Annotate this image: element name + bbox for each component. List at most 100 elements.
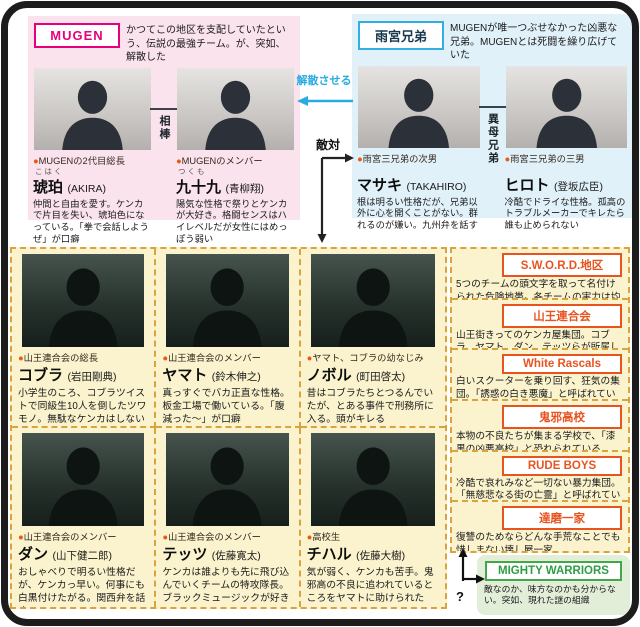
- member-furigana: つくも: [178, 166, 207, 176]
- rude-boys-title: RUDE BOYS: [502, 455, 622, 476]
- member-role: ●雨宮三兄弟の三男: [504, 153, 585, 164]
- disband-arrow: [297, 96, 353, 106]
- person-silhouette-icon: [388, 78, 450, 148]
- member-tsukumo: ●MUGENのメンバー つくも 九十九 (青柳翔) 陽気な性格で祭りとケンカが大…: [176, 67, 295, 246]
- sannoh-title: 山王連合会: [502, 303, 622, 328]
- white-rascals-description: 白いスクーターを乗り回す、狂気の集団。「誘惑の白き悪魔」と呼ばれている: [456, 376, 620, 400]
- person-silhouette-icon: [48, 447, 118, 526]
- disband-label: 解散させる: [296, 75, 352, 87]
- member-description: 真っすぐでバカ正直な性格。板金工場で働いている。「腹減った～」が口癖: [162, 388, 290, 426]
- member-masaki: ●雨宮三兄弟の次男 マサキ (TAKAHIRO) 根は明るい性格だが、兄弟以外に…: [357, 65, 481, 232]
- amamiya-team-badge: 雨宮兄弟: [358, 21, 444, 50]
- member-description: 根は明るい性格だが、兄弟以外に心を開くことがない。群れるのが嫌い。九州弁を話す: [357, 196, 478, 231]
- card-chiharu: ●高校生 チハル (佐藤大樹) 気が弱く、ケンカも苦手。鬼邪高の不良に追われてい…: [301, 428, 445, 607]
- sidebar-section-sannoh: 山王連合会 山王街きってのケンカ屋集団。コブラ、ヤマト、ダン、テッツらが所属して…: [452, 300, 628, 351]
- member-actor: (山下健二郎): [52, 550, 112, 562]
- member-role: ●高校生: [306, 532, 341, 542]
- member-furigana: [505, 165, 629, 174]
- member-actor: (岩田剛典): [67, 371, 117, 383]
- sidebar-section-white-rascals: White Rascals 白いスクーターを乗り回す、狂気の集団。「誘惑の白き悪…: [452, 350, 628, 402]
- person-silhouette-icon: [193, 268, 262, 347]
- question-mark-label: ?: [456, 589, 464, 604]
- member-description: 小学生のころ、コブラツイストで同級生10人を倒したツワモノ。無駄なケンカはしない: [18, 388, 147, 426]
- mugen-panel: MUGEN かつてこの地区を支配していたという、伝説の最強チーム。が、突如、解散…: [28, 16, 300, 244]
- member-name-line: マサキ (TAKAHIRO): [357, 165, 481, 195]
- daruma-description: 復讐のためならどんな手荒なことでも惜しまない壊し屋一家: [456, 532, 621, 552]
- mighty-warriors-description: 敵なのか、味方なのかも分からない。突如、現れた謎の組織: [484, 584, 616, 606]
- portrait-kohaku: [34, 67, 151, 150]
- person-silhouette-icon: [48, 268, 118, 347]
- member-name-line: テッツ (佐藤寛太): [162, 543, 292, 564]
- person-silhouette-icon: [535, 78, 597, 148]
- card-yamato: ●山王連合会のメンバー ヤマト (鈴木伸之) 真っすぐでバカ正直な性格。板金工場…: [156, 249, 301, 428]
- member-actor: (青柳翔): [225, 182, 264, 195]
- portrait-dan: [22, 433, 145, 526]
- connector-line: [478, 105, 507, 108]
- member-name-line: ヤマト (鈴木伸之): [162, 364, 292, 385]
- member-role: ●ヤマト、コブラの幼なじみ: [306, 353, 424, 363]
- member-description: 冷酷でドライな性格。孤高のトラブルメーカーでキレたら誰も止められない: [504, 196, 626, 231]
- sword-characters-box: ●山王連合会の総長 コブラ (岩田剛典) 小学生のころ、コブラツイストで同級生1…: [10, 247, 447, 609]
- amamiya-header: 雨宮兄弟 MUGENが唯一つぶせなかった凶悪な兄弟。MUGENとは死闘を繰り広げ…: [352, 14, 633, 66]
- card-cobra: ●山王連合会の総長 コブラ (岩田剛典) 小学生のころ、コブラツイストで同級生1…: [12, 249, 157, 428]
- member-name-line: ヒロト (登坂広臣): [505, 165, 629, 195]
- member-role: ●MUGENの2代目総長: [33, 155, 125, 166]
- oya-high-description: 本物の不良たちが集まる学校で、「漆黒の凶悪高校」と恐れられている: [456, 431, 616, 452]
- portrait-chiharu: [310, 433, 435, 526]
- rude-boys-description: 冷酷で哀れみなど一切ない暴力集団。「無慈悲なる街の亡霊」と呼ばれている: [456, 477, 621, 502]
- member-name-line: つくも 九十九 (青柳翔): [176, 167, 295, 197]
- daruma-title: 達磨一家: [502, 506, 622, 531]
- portrait-masaki: [358, 65, 480, 148]
- person-silhouette-icon: [338, 268, 408, 347]
- member-role: ●雨宮三兄弟の次男: [357, 153, 438, 164]
- person-silhouette-icon: [338, 447, 408, 526]
- portrait-tsukumo: [177, 67, 294, 150]
- member-actor: (町田啓太): [356, 371, 406, 383]
- member-name: コブラ: [18, 367, 64, 384]
- sannoh-description: 山王街きってのケンカ屋集団。コブラ、ヤマト、ダン、テッツらが所属している: [456, 329, 620, 351]
- member-actor: (鈴木伸之): [211, 371, 261, 383]
- portrait-hiroto: [505, 65, 627, 148]
- rivalry-label: 敵対: [316, 138, 341, 152]
- sidebar-section-rude-boys: RUDE BOYS 冷酷で哀れみなど一切ない暴力集団。「無慈悲なる街の亡霊」と呼…: [452, 452, 628, 503]
- card-noboru: ●ヤマト、コブラの幼なじみ ノボル (町田啓太) 昔はコブラたちとつるんでいたが…: [300, 249, 445, 428]
- partner-label: 相棒: [158, 114, 170, 141]
- member-description: 陽気な性格で祭りとケンカが大好き。格闘センスはハイレベルだが女性にはめっぽう弱い: [176, 198, 288, 244]
- sidebar-section-oya-high: 鬼邪高校 本物の不良たちが集まる学校で、「漆黒の凶悪高校」と恐れられている: [452, 401, 628, 452]
- sidebar-section-sword: S.W.O.R.D.地区 5つのチームの頭文字を取って名付けられた危険地帯。各チ…: [452, 249, 628, 300]
- member-actor: (佐藤大樹): [356, 550, 406, 562]
- member-description: おしゃべりで明るい性格だが、ケンカっ早い。何事にも白黒付けたがる。関西弁を話す: [18, 567, 146, 607]
- member-actor: (TAKAHIRO): [406, 180, 467, 193]
- card-dan: ●山王連合会のメンバー ダン (山下健二郎) おしゃべりで明るい性格だが、ケンカ…: [12, 428, 157, 607]
- half-brothers-label: 異母兄弟: [486, 112, 499, 165]
- member-name: ノボル: [306, 367, 352, 384]
- mugen-members: ●MUGENの2代目総長 こはく 琥珀 (AKIRA) 仲間と自由を愛す。ケンカ…: [28, 67, 300, 246]
- mugen-team-badge: MUGEN: [34, 23, 120, 48]
- member-description: 仲間と自由を愛す。ケンカで片目を失い、琥珀色になっている。「拳で会話しようぜ」が…: [33, 198, 149, 244]
- sword-district-description: 5つのチームの頭文字を取って名付けられた危険地帯。各チームの実力は均衡: [456, 279, 621, 300]
- sidebar-section-daruma: 達磨一家 復讐のためならどんな手荒なことでも惜しまない壊し屋一家: [452, 502, 628, 551]
- member-name: チハル: [306, 546, 352, 563]
- member-name: マサキ: [357, 176, 403, 194]
- mugen-team-description: かつてこの地区を支配していたという、伝説の最強チーム。が、突如、解散した: [126, 25, 286, 63]
- member-name: ヒロト: [504, 176, 550, 194]
- member-name: テッツ: [162, 546, 208, 563]
- person-silhouette-icon: [62, 80, 123, 150]
- member-name: 九十九: [176, 178, 222, 196]
- oya-high-title: 鬼邪高校: [502, 405, 622, 430]
- member-role: ●山王連合会の総長: [18, 353, 99, 363]
- amamiya-members: ●雨宮三兄弟の次男 マサキ (TAKAHIRO) 根は明るい性格だが、兄弟以外に…: [352, 65, 633, 232]
- member-name-line: コブラ (岩田剛典): [18, 364, 148, 385]
- amamiya-team-description: MUGENが唯一つぶせなかった凶悪な兄弟。MUGENとは死闘を繰り広げていた: [450, 23, 618, 61]
- member-role: ●山王連合会のメンバー: [162, 532, 261, 542]
- member-name: ダン: [18, 546, 49, 563]
- member-name: ヤマト: [162, 367, 208, 384]
- member-role: ●山王連合会のメンバー: [18, 532, 117, 542]
- member-actor: (佐藤寛太): [211, 550, 261, 562]
- teams-sidebar: S.W.O.R.D.地区 5つのチームの頭文字を取って名付けられた危険地帯。各チ…: [450, 247, 630, 553]
- member-actor: (登坂広臣): [553, 180, 603, 193]
- person-silhouette-icon: [193, 447, 262, 526]
- member-role: ●MUGENのメンバー: [176, 155, 263, 166]
- connector-line: [150, 107, 178, 110]
